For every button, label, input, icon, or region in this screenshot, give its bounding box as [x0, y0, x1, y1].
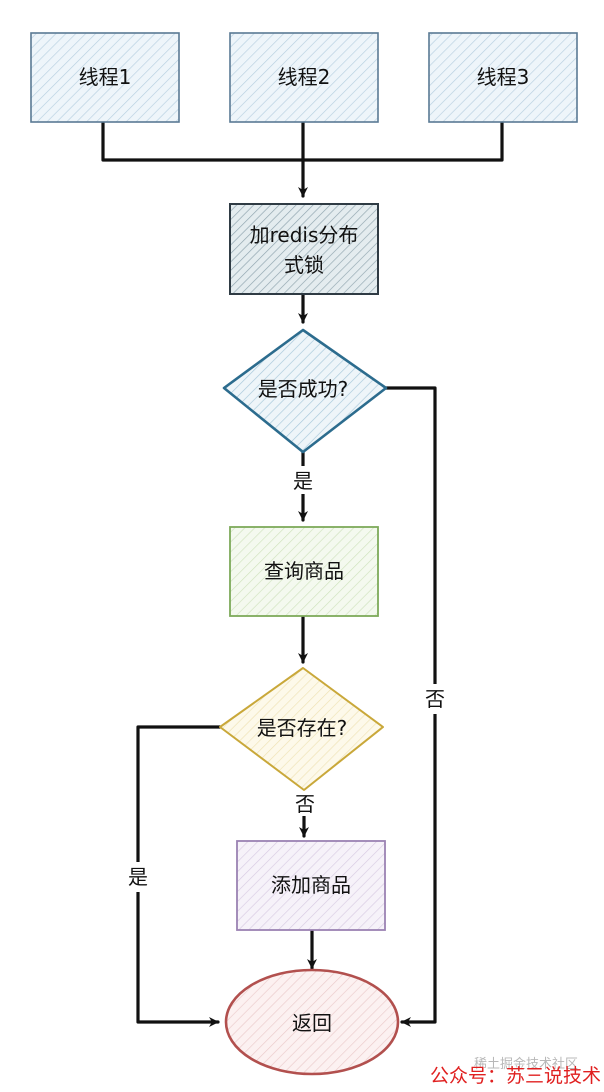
edge-label-lock-yes: 是 [293, 469, 313, 493]
node-redis-lock-label-line2: 式锁 [284, 253, 324, 277]
node-query-goods-label: 查询商品 [264, 559, 344, 583]
node-thread3: 线程3 [428, 32, 578, 123]
watermark: 稀土掘金技术社区 公众号：苏三说技术 [430, 1056, 601, 1087]
watermark-faint-text: 稀土掘金技术社区 [474, 1056, 578, 1072]
node-add-goods: 添加商品 [236, 840, 386, 931]
node-thread3-label: 线程3 [477, 65, 530, 89]
edge-thread1-merge [101, 120, 305, 162]
node-redis-lock-label-line1: 加redis分布 [250, 223, 359, 247]
node-thread1: 线程1 [30, 32, 180, 123]
node-add-goods-label: 添加商品 [271, 873, 351, 897]
node-thread2: 线程2 [229, 32, 379, 123]
node-lock-success-decision: 是否成功? [222, 328, 388, 454]
node-exists-label: 是否存在? [257, 716, 348, 740]
node-thread1-label: 线程1 [79, 65, 132, 89]
node-return: 返回 [224, 968, 400, 1076]
edge-thread3-merge [301, 120, 504, 162]
node-return-label: 返回 [292, 1011, 332, 1035]
node-thread2-label: 线程2 [278, 65, 331, 89]
node-exists-decision: 是否存在? [219, 667, 384, 791]
node-query-goods: 查询商品 [229, 526, 379, 617]
node-lock-success-label: 是否成功? [258, 377, 349, 401]
edge-label-lock-no: 否 [425, 687, 445, 711]
watermark-text: 公众号：苏三说技术 [430, 1065, 601, 1087]
edge-label-exists-yes: 是 [128, 865, 148, 889]
node-redis-lock: 加redis分布 式锁 [229, 203, 379, 295]
edge-label-exists-no: 否 [295, 792, 315, 816]
